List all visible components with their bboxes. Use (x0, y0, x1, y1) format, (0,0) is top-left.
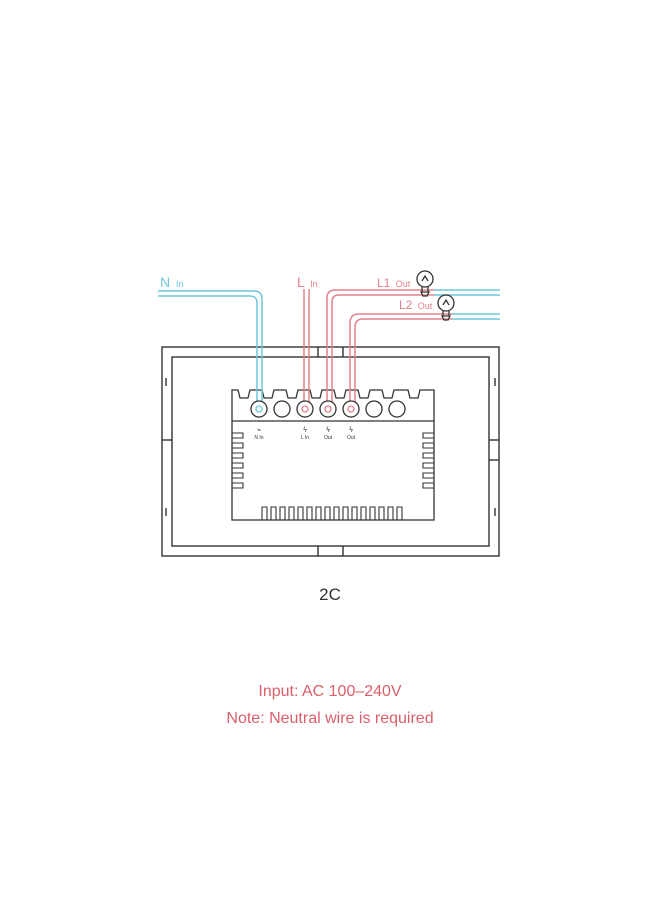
vent-slot (232, 442, 244, 449)
terminal-screw (388, 400, 406, 418)
vent-slot (270, 506, 277, 520)
module-vents-right (422, 432, 434, 489)
vent-slot (297, 506, 304, 520)
vent-slot (315, 506, 322, 520)
vent-slot (422, 432, 434, 439)
terminal-symbol-icon: ϟ (349, 426, 354, 434)
relay-module (231, 389, 435, 521)
terminal: ⌁N In (250, 400, 268, 441)
vent-slot (360, 506, 367, 520)
vent-slot (306, 506, 313, 520)
l1-out-wire (326, 289, 418, 409)
l2-out-label: L2 Out (399, 298, 433, 312)
vent-slot (422, 462, 434, 469)
terminal-symbol-icon: ϟ (326, 426, 331, 434)
terminal-symbol-icon: ⌁ (257, 426, 261, 434)
terminal-screw (296, 400, 314, 418)
terminal: ϟL In (296, 400, 314, 441)
l2-out-wire (349, 313, 440, 409)
live-in-wire (303, 289, 310, 409)
vent-slot (324, 506, 331, 520)
vent-slot (232, 462, 244, 469)
l2-load-stub (440, 313, 452, 320)
live-in-label: L In (297, 274, 318, 290)
vent-slot (422, 452, 434, 459)
terminal-label: Out (347, 435, 356, 441)
vent-slot (342, 506, 349, 520)
wire-entry (324, 405, 332, 413)
vent-slot (387, 506, 394, 520)
terminal (273, 400, 291, 418)
vent-slot (378, 506, 385, 520)
module-vents-bottom (261, 506, 403, 520)
l1-out-label: L1 Out (377, 276, 411, 290)
vent-slot (232, 452, 244, 459)
terminal-symbol-icon: ϟ (303, 426, 308, 434)
vent-slot (369, 506, 376, 520)
light-bulb-icon (437, 294, 455, 321)
terminal-screw (319, 400, 337, 418)
terminal (388, 400, 406, 418)
terminal-screw (365, 400, 383, 418)
terminal-screw (342, 400, 360, 418)
vent-slot (396, 506, 403, 520)
l2-load-line (452, 313, 500, 320)
vent-slot (232, 472, 244, 479)
wire-entry (255, 405, 263, 413)
neutral-wire (158, 290, 263, 409)
vent-slot (288, 506, 295, 520)
vent-slot (261, 506, 268, 520)
wire-entry (347, 405, 355, 413)
terminal-screw (273, 400, 291, 418)
vent-slot (422, 472, 434, 479)
neutral-wire-note: Note: Neutral wire is required (226, 710, 434, 727)
vent-slot (422, 482, 434, 489)
module-vents-left (232, 432, 244, 489)
terminal (365, 400, 383, 418)
light-bulb-icon (416, 270, 434, 297)
vent-slot (232, 482, 244, 489)
l1-load-line (434, 289, 500, 296)
terminal-screw (250, 400, 268, 418)
wire-entry (301, 405, 309, 413)
terminal-label: L In (301, 435, 309, 441)
terminal-label: Out (324, 435, 333, 441)
model-label: 2C (319, 585, 341, 604)
vent-slot (422, 442, 434, 449)
switch-frame (161, 346, 500, 557)
vent-slot (351, 506, 358, 520)
neutral-in-label: N In (160, 274, 184, 290)
vent-slot (279, 506, 286, 520)
input-voltage-note: Input: AC 100–240V (258, 683, 402, 700)
l1-load-stub (418, 289, 434, 296)
terminal-label: N In (254, 435, 263, 441)
vent-slot (333, 506, 340, 520)
vent-slot (232, 432, 244, 439)
